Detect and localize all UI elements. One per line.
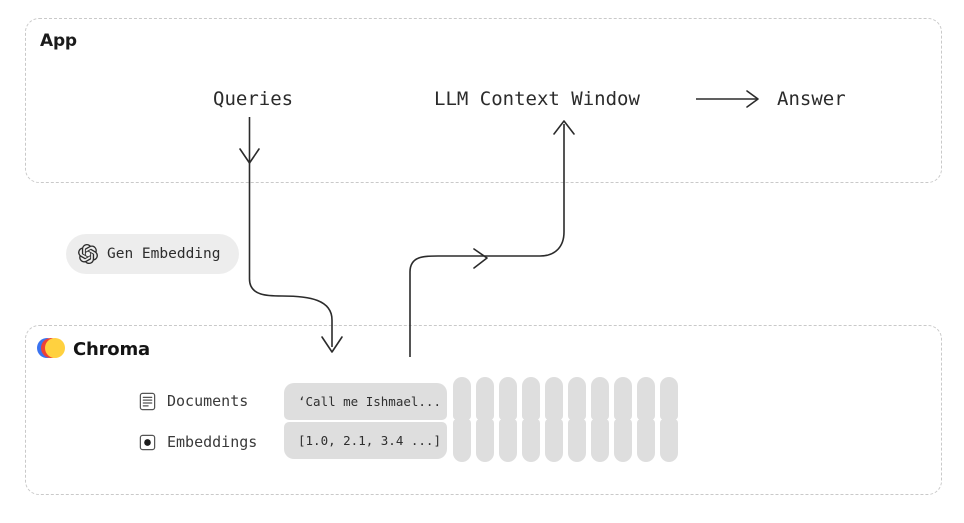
value-embeddings: [1.0, 2.1, 3.4 ...]	[298, 433, 441, 448]
label-queries: Queries	[213, 88, 294, 110]
vector-bar	[660, 419, 678, 462]
row-embeddings-label: Embeddings	[167, 433, 258, 451]
vector-bar-row-bottom	[453, 419, 678, 462]
gen-embedding-tag: Gen Embedding	[66, 234, 239, 274]
vector-bar	[453, 377, 471, 420]
vector-bar	[660, 377, 678, 420]
vector-bar	[568, 377, 586, 420]
label-llm-context-window: LLM Context Window	[434, 88, 640, 110]
vector-bar	[591, 419, 609, 462]
vector-bar	[545, 377, 563, 420]
vector-bar	[637, 377, 655, 420]
vector-bar	[476, 377, 494, 420]
document-icon	[139, 392, 156, 410]
chroma-brand: Chroma	[37, 338, 150, 360]
value-pill-embeddings: [1.0, 2.1, 3.4 ...]	[284, 422, 447, 459]
vector-bar	[522, 419, 540, 462]
label-answer: Answer	[777, 88, 846, 110]
vector-bar	[476, 419, 494, 462]
vector-bar	[614, 377, 632, 420]
chroma-logo-icon	[37, 338, 65, 360]
row-documents-label: Documents	[167, 392, 249, 410]
vector-bar	[522, 377, 540, 420]
value-pill-documents: ‘Call me Ishmael...	[284, 383, 447, 420]
vector-bar	[499, 377, 517, 420]
vector-bar-row-top	[453, 377, 678, 420]
value-documents: ‘Call me Ishmael...	[298, 394, 441, 409]
zone-app-title: App	[40, 31, 77, 51]
gen-embedding-label: Gen Embedding	[107, 246, 221, 262]
dot-square-icon	[139, 434, 156, 450]
openai-logo-icon	[78, 244, 98, 264]
vector-bar	[591, 377, 609, 420]
row-embeddings: Embeddings	[138, 427, 302, 457]
vector-bar	[568, 419, 586, 462]
vector-bar	[499, 419, 517, 462]
vector-bar	[614, 419, 632, 462]
row-documents: Documents	[138, 386, 302, 416]
vector-bar	[637, 419, 655, 462]
vector-bar	[453, 419, 471, 462]
chroma-brand-label: Chroma	[73, 338, 150, 360]
vector-bar	[545, 419, 563, 462]
